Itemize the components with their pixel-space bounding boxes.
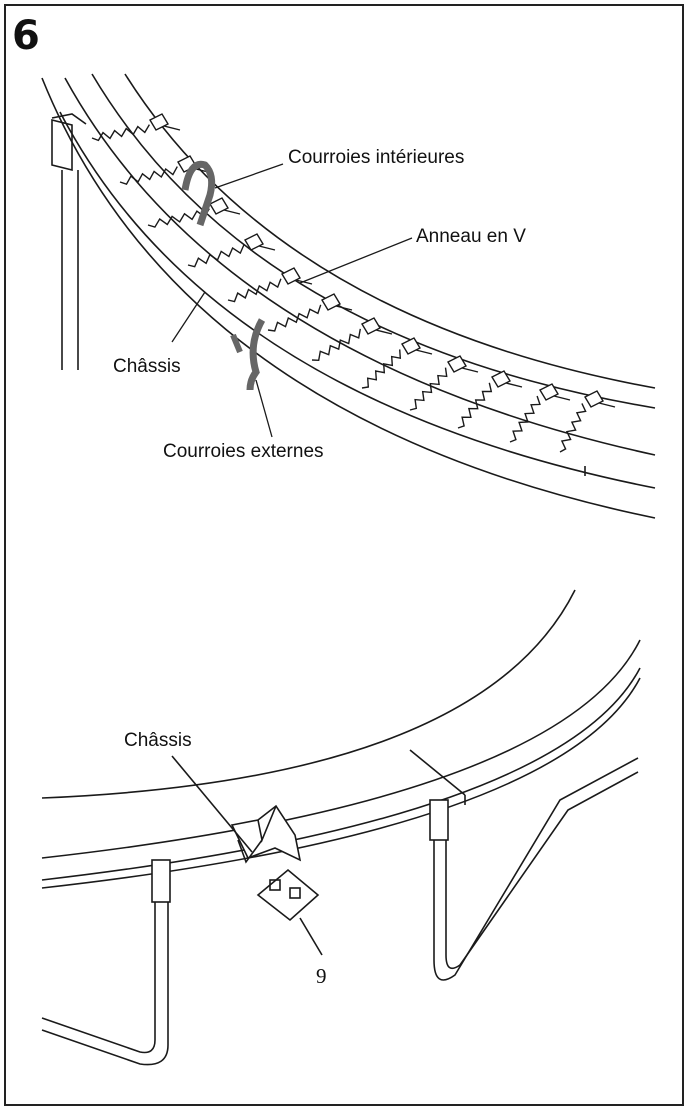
spring-coil [457, 382, 493, 429]
top-leader-lines [171, 163, 413, 438]
mat-edge-2 [124, 73, 656, 389]
spring-coil [311, 328, 361, 362]
step-number: 6 [12, 13, 40, 59]
outer-strap [246, 318, 266, 391]
v-ring-bracket [230, 804, 302, 862]
bottom-figure [41, 589, 641, 1066]
mat-edge [91, 73, 656, 409]
leg-left [41, 880, 156, 1054]
frame-rail-outer [41, 77, 656, 519]
spring-coil [227, 278, 282, 303]
spring-coil [119, 166, 178, 186]
v-ring-hook [401, 337, 433, 355]
part-number-label: 9 [316, 964, 327, 988]
part-9-box [256, 868, 320, 922]
spring-coil [559, 403, 587, 453]
outer-straps-label: Courroies externes [163, 441, 324, 462]
frame-leg-top [51, 118, 73, 172]
spring-coil [361, 349, 402, 389]
frame-rail-top [64, 77, 656, 456]
top-figure-frame-and-springs [41, 73, 656, 519]
frame-bottom-edge-2 [41, 677, 641, 889]
spring-coil [187, 244, 245, 268]
v-ring-hook [244, 233, 276, 251]
v-ring-label: Anneau en V [416, 226, 526, 247]
spring-coil [91, 124, 151, 142]
spring-coil [267, 304, 322, 332]
v-ring-hook [447, 355, 479, 373]
v-ring-hook [491, 370, 523, 388]
leg-right [433, 757, 639, 981]
frame-rail-outer-inner [59, 111, 656, 489]
v-ring-hook [361, 317, 393, 335]
inner-straps-label: Courroies intérieures [288, 147, 465, 168]
v-ring-hook [539, 383, 571, 401]
v-ring-hook [584, 390, 616, 408]
springs [91, 113, 616, 453]
v-ring-hook [209, 197, 241, 215]
straps [181, 160, 266, 391]
spring-coil [409, 367, 448, 411]
v-ring-hook [149, 113, 181, 131]
frame-top-edge [41, 639, 641, 859]
mat-curve-bottom [41, 589, 576, 799]
spring-coil [509, 395, 541, 443]
v-ring-hook [321, 293, 353, 311]
frame-label-top: Châssis [113, 356, 181, 377]
frame-bottom-edge [41, 667, 641, 881]
illustration-frame [4, 4, 684, 1106]
spring-coil [147, 208, 210, 228]
frame-label-bottom: Châssis [124, 730, 192, 751]
inner-strap [181, 160, 216, 227]
